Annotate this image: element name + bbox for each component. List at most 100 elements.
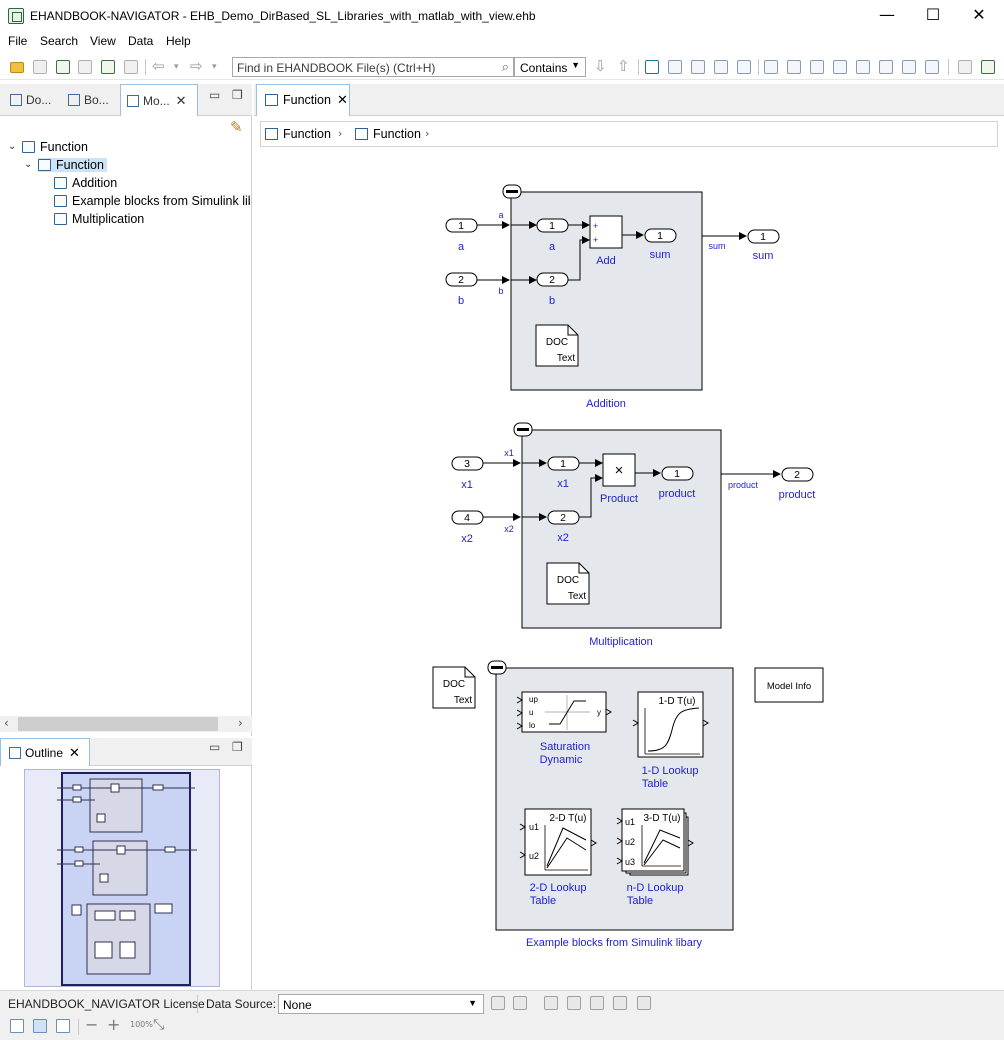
inner-outport-number: 1 (674, 468, 680, 480)
model-signal-icon[interactable] (668, 60, 682, 74)
zoom-100-icon[interactable]: 100% (130, 1020, 153, 1029)
list-icon[interactable] (714, 60, 728, 74)
maximize-panel-icon[interactable]: ❐ (232, 740, 243, 754)
signal-flow-icon[interactable] (856, 60, 870, 74)
next-result-icon[interactable]: ⇩ (594, 57, 607, 75)
chevron-down-icon[interactable]: ⌄ (8, 141, 17, 152)
menu-search[interactable]: Search (40, 34, 79, 48)
outline-overview[interactable] (24, 769, 220, 987)
print-icon[interactable] (78, 60, 92, 74)
edit-pencil-icon[interactable]: ✎ (230, 118, 243, 136)
simulink-diagram[interactable]: Addition 1 a a 2 b b 1 a 2 b + + Add (256, 150, 1002, 988)
measure-icon[interactable] (544, 996, 558, 1010)
compare-icon[interactable] (902, 60, 916, 74)
tree-item-addition[interactable]: Addition (54, 174, 117, 192)
model-tab-icon (127, 95, 139, 107)
tree-item-root[interactable]: ⌄ Function (8, 138, 88, 156)
save-icon[interactable] (33, 60, 47, 74)
layout-split-icon[interactable] (33, 1019, 47, 1033)
zoom-out-icon[interactable]: − (85, 1015, 99, 1034)
multiplication-label: Multiplication (589, 636, 653, 648)
menu-data[interactable]: Data (128, 34, 154, 48)
model-parameter-icon[interactable] (691, 60, 705, 74)
saturation-label-1: Saturation (540, 741, 590, 753)
lookup-2d-block (524, 808, 592, 876)
lookup-2d-port-u1: u1 (529, 822, 539, 832)
horizontal-scrollbar[interactable]: ‹ › (0, 716, 252, 732)
model-browser-panel (0, 84, 252, 736)
record-icon[interactable] (590, 996, 604, 1010)
menu-help[interactable]: Help (166, 34, 191, 48)
inner-inport-b-name: b (549, 295, 555, 307)
back-arrow-icon[interactable]: ⇦ (152, 57, 165, 75)
tab-bookmarks[interactable]: Bo... (62, 84, 118, 116)
keyboard-icon[interactable] (958, 60, 972, 74)
model-info-block[interactable]: Model Info (754, 667, 824, 703)
multiplication-subsystem[interactable]: Multiplication 3 x1 x1 4 x2 x2 1 x1 2 x2… (451, 422, 815, 648)
previous-result-icon[interactable]: ⇧ (617, 57, 630, 75)
find-input-text: Find in EHANDBOOK File(s) (Ctrl+H) (237, 61, 436, 75)
database-icon[interactable] (513, 996, 527, 1010)
trace-back-icon[interactable] (787, 60, 801, 74)
pdf-icon[interactable] (124, 60, 138, 74)
inner-outport-sum (644, 228, 677, 243)
highlight-icon[interactable] (833, 60, 847, 74)
document-icon[interactable] (56, 60, 70, 74)
forward-dropdown-icon[interactable]: ▾ (212, 62, 217, 72)
open-folder-icon[interactable] (10, 62, 24, 73)
tree-item-function[interactable]: ⌄ Function (24, 156, 107, 174)
trace-icon[interactable] (764, 60, 778, 74)
chevron-down-icon[interactable]: ⌄ (24, 159, 33, 170)
subsystem-icon (54, 213, 67, 225)
tab-documents[interactable]: Do... (4, 84, 58, 116)
settings-gear-icon[interactable] (491, 996, 505, 1010)
search-icon[interactable]: ⌕ (501, 60, 509, 75)
close-icon[interactable]: ✕ (69, 746, 80, 761)
fit-to-window-icon[interactable]: ⤡ (153, 1017, 165, 1033)
back-dropdown-icon[interactable]: ▾ (174, 62, 179, 72)
minimize-panel-icon[interactable]: ▭ (209, 740, 221, 754)
calibrate-icon[interactable] (567, 996, 581, 1010)
hierarchy-icon[interactable] (879, 60, 893, 74)
scroll-left-icon[interactable]: ‹ (4, 716, 9, 730)
examples-label: Example blocks from Simulink libary (526, 937, 703, 949)
maximize-button[interactable]: ☐ (925, 5, 941, 24)
scrollbar-thumb[interactable] (18, 717, 218, 731)
examples-subsystem[interactable]: Example blocks from Simulink libary up u… (487, 660, 734, 949)
close-window-button[interactable]: ✕ (972, 5, 986, 24)
close-icon[interactable]: ✕ (175, 94, 187, 109)
export-icon[interactable] (101, 60, 115, 74)
trace-forward-icon[interactable] (810, 60, 824, 74)
model-icon[interactable] (645, 60, 659, 74)
breadcrumb-item-root[interactable]: Function (265, 127, 331, 141)
window-icon[interactable] (925, 60, 939, 74)
layout-list-icon[interactable] (10, 1019, 24, 1033)
user-profile-icon[interactable] (56, 1019, 70, 1033)
minimize-button[interactable]: — (879, 5, 895, 24)
standalone-doc-block[interactable]: DOC Text (432, 666, 476, 709)
tab-model[interactable]: Mo...✕ (120, 84, 198, 116)
search-mode-dropdown[interactable]: Contains ▼ (514, 57, 586, 77)
navigator-icon[interactable] (981, 60, 995, 74)
tree-item-examples[interactable]: Example blocks from Simulink lib (54, 192, 250, 210)
find-input[interactable]: Find in EHANDBOOK File(s) (Ctrl+H) ⌕ (232, 57, 514, 77)
zoom-in-icon[interactable]: + (107, 1015, 121, 1034)
scroll-right-icon[interactable]: › (238, 716, 243, 730)
menu-view[interactable]: View (90, 34, 116, 48)
stop-icon[interactable] (637, 996, 651, 1010)
tab-function[interactable]: Function✕ (256, 84, 350, 116)
menu-file[interactable]: File (8, 34, 28, 48)
data-source-dropdown[interactable]: None ▼ (278, 994, 484, 1014)
model-canvas[interactable]: Addition 1 a a 2 b b 1 a 2 b + + Add (256, 150, 1002, 988)
inport-x2-number: 4 (464, 512, 470, 524)
maximize-panel-icon[interactable]: ❐ (232, 88, 243, 102)
play-icon[interactable] (613, 996, 627, 1010)
tab-outline[interactable]: Outline✕ (0, 738, 90, 766)
addition-subsystem[interactable]: Addition 1 a a 2 b b 1 a 2 b + + Add (445, 184, 780, 410)
forward-arrow-icon[interactable]: ⇨ (190, 57, 203, 75)
table-icon[interactable] (737, 60, 751, 74)
tree-item-multiplication[interactable]: Multiplication (54, 210, 144, 228)
minimize-panel-icon[interactable]: ▭ (209, 88, 221, 102)
close-icon[interactable]: ✕ (336, 93, 348, 108)
breadcrumb-item-function[interactable]: Function (355, 127, 421, 141)
